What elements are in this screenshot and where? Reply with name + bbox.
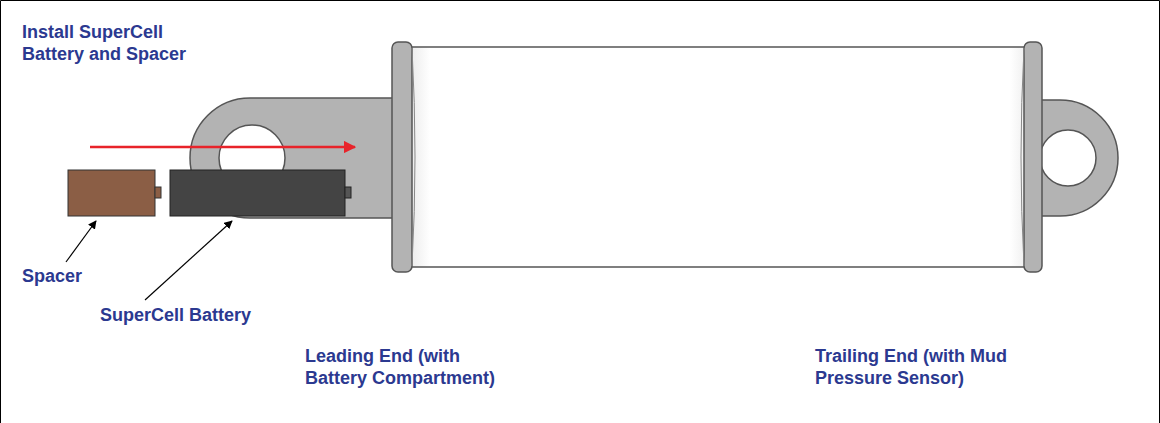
trailing-lug — [1030, 100, 1118, 216]
leader-line — [145, 221, 232, 300]
instruction-heading: Install SuperCell Battery and Spacer — [22, 21, 189, 65]
cylinder-edge — [1021, 48, 1024, 266]
part-label: SuperCell Battery — [100, 304, 251, 326]
spacer — [68, 170, 155, 216]
leader-line — [66, 221, 96, 262]
end-label: Trailing End (with Mud Pressure Sensor) — [815, 345, 1009, 389]
flange — [1024, 42, 1042, 272]
battery — [170, 170, 345, 216]
part-label: Spacer — [22, 265, 82, 287]
end-label: Leading End (with Battery Compartment) — [305, 345, 498, 389]
flange — [392, 42, 412, 272]
cylinder-edge — [412, 48, 415, 266]
cylinder-body — [405, 47, 1035, 267]
insert-arrow — [90, 146, 355, 149]
lug-hole — [1040, 130, 1096, 186]
battery-terminal — [345, 187, 351, 198]
spacer-nub — [155, 187, 161, 198]
